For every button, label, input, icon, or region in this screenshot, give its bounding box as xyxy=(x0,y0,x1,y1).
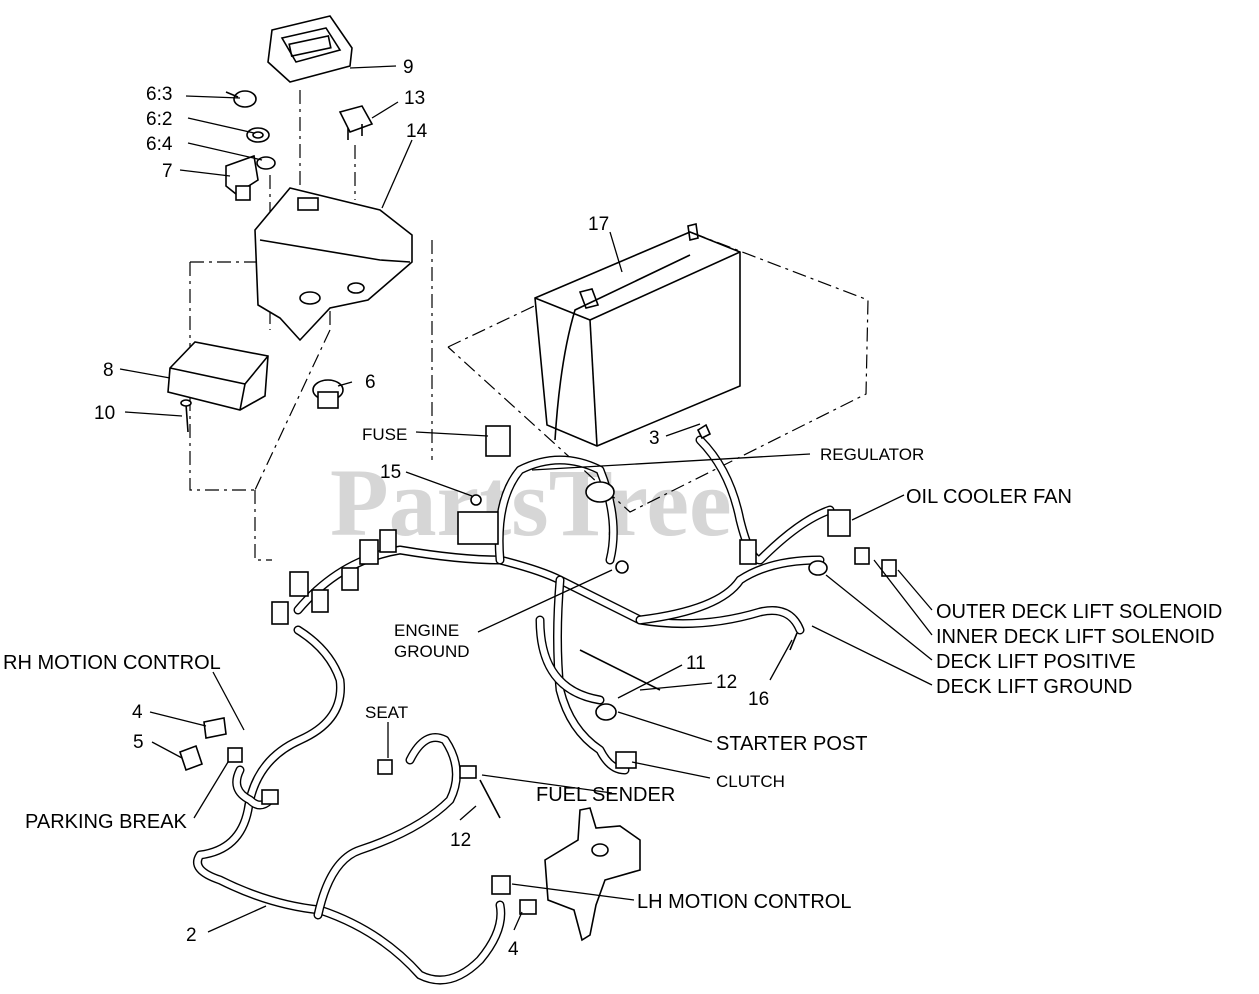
lh-motion-bracket xyxy=(544,807,641,942)
leader-lines xyxy=(119,65,933,933)
label-ground: GROUND xyxy=(394,642,470,661)
callout-12-a: 12 xyxy=(716,672,737,693)
label-parking-break: PARKING BREAK xyxy=(25,811,188,833)
label-inner-deck-lift-solenoid: INNER DECK LIFT SOLENOID xyxy=(936,626,1215,648)
display-module xyxy=(267,15,353,83)
harness-connectors xyxy=(178,423,897,915)
bolt xyxy=(180,399,192,433)
label-outer-deck-lift-solenoid: OUTER DECK LIFT SOLENOID xyxy=(936,601,1222,623)
callout-14: 14 xyxy=(406,121,428,142)
label-deck-lift-ground: DECK LIFT GROUND xyxy=(936,676,1132,698)
component-labels: FUSE REGULATOR OIL COOLER FAN OUTER DECK… xyxy=(3,425,1222,913)
label-engine: ENGINE xyxy=(394,621,459,640)
pto-switch xyxy=(225,154,259,201)
callout-12-b: 12 xyxy=(450,830,471,851)
label-seat: SEAT xyxy=(365,703,408,722)
label-regulator: REGULATOR xyxy=(820,445,924,464)
callout-4-a: 4 xyxy=(132,702,143,723)
console-bracket xyxy=(254,187,413,342)
label-fuel-sender: FUEL SENDER xyxy=(536,784,675,806)
callout-15: 15 xyxy=(380,462,401,483)
label-deck-lift-positive: DECK LIFT POSITIVE xyxy=(936,651,1136,673)
label-oil-cooler-fan: OIL COOLER FAN xyxy=(906,486,1072,508)
callout-3: 3 xyxy=(649,428,660,449)
label-rh-motion-control: RH MOTION CONTROL xyxy=(3,652,221,674)
callout-17: 17 xyxy=(588,214,609,235)
callout-5: 5 xyxy=(133,732,144,753)
controller-module xyxy=(167,341,269,411)
battery xyxy=(534,223,741,447)
rocker-switch xyxy=(338,105,374,140)
callout-7: 7 xyxy=(162,161,173,182)
callout-4-b: 4 xyxy=(508,939,519,960)
callout-13: 13 xyxy=(404,88,425,109)
ignition-switch xyxy=(312,379,344,409)
label-fuse: FUSE xyxy=(362,425,407,444)
callout-10: 10 xyxy=(94,403,115,424)
callout-6-4: 6:4 xyxy=(146,134,173,155)
callout-11: 11 xyxy=(686,653,706,674)
key-switch-parts xyxy=(225,90,276,170)
callout-8: 8 xyxy=(103,360,114,381)
label-lh-motion-control: LH MOTION CONTROL xyxy=(637,891,851,913)
label-starter-post: STARTER POST xyxy=(716,733,868,755)
callout-numbers: 9 6:3 6:2 6:4 13 7 14 17 8 6 10 3 15 11 … xyxy=(94,57,769,960)
callout-2: 2 xyxy=(186,925,197,946)
callout-6: 6 xyxy=(365,372,376,393)
label-clutch: CLUTCH xyxy=(716,772,785,791)
callout-9: 9 xyxy=(403,57,414,78)
callout-6-2: 6:2 xyxy=(146,109,172,130)
callout-16: 16 xyxy=(748,689,769,710)
callout-6-3: 6:3 xyxy=(146,84,172,105)
